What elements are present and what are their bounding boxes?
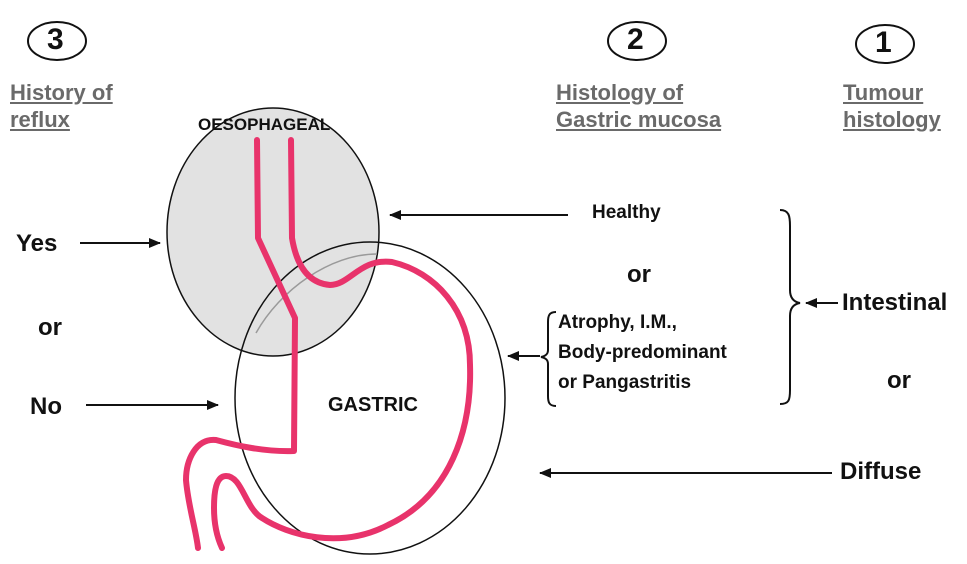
mucosa-healthy-label: Healthy — [592, 203, 661, 224]
gastric-label: GASTRIC — [328, 394, 418, 416]
mucosa-brace — [780, 210, 800, 404]
header-reflux-line2: reflux — [10, 108, 70, 132]
column-number-3: 3 — [47, 23, 64, 56]
header-tumour-line2: histology — [843, 108, 941, 132]
column-number-2: 2 — [627, 23, 644, 56]
oesophageal-region — [167, 108, 379, 356]
tumour-intestinal-label: Intestinal — [842, 290, 947, 316]
oesophageal-label: OESOPHAGEAL — [198, 116, 330, 135]
reflux-no-label: No — [30, 394, 62, 420]
reflux-or-label: or — [38, 315, 62, 341]
mucosa-abnormal-line1: Atrophy, I.M., — [558, 313, 677, 334]
header-tumour-line1: Tumour — [843, 81, 923, 105]
header-mucosa-line1: Histology of — [556, 81, 683, 105]
header-reflux-line1: History of — [10, 81, 113, 105]
reflux-yes-label: Yes — [16, 231, 57, 257]
header-mucosa-line2: Gastric mucosa — [556, 108, 721, 132]
column-number-1: 1 — [875, 26, 892, 59]
abnormal-brace — [541, 312, 556, 406]
mucosa-or-label: or — [627, 262, 651, 288]
mucosa-abnormal-line2: Body-predominant — [558, 343, 727, 364]
tumour-diffuse-label: Diffuse — [840, 459, 921, 485]
mucosa-abnormal-line3: or Pangastritis — [558, 373, 691, 394]
tumour-or-label: or — [887, 368, 911, 394]
